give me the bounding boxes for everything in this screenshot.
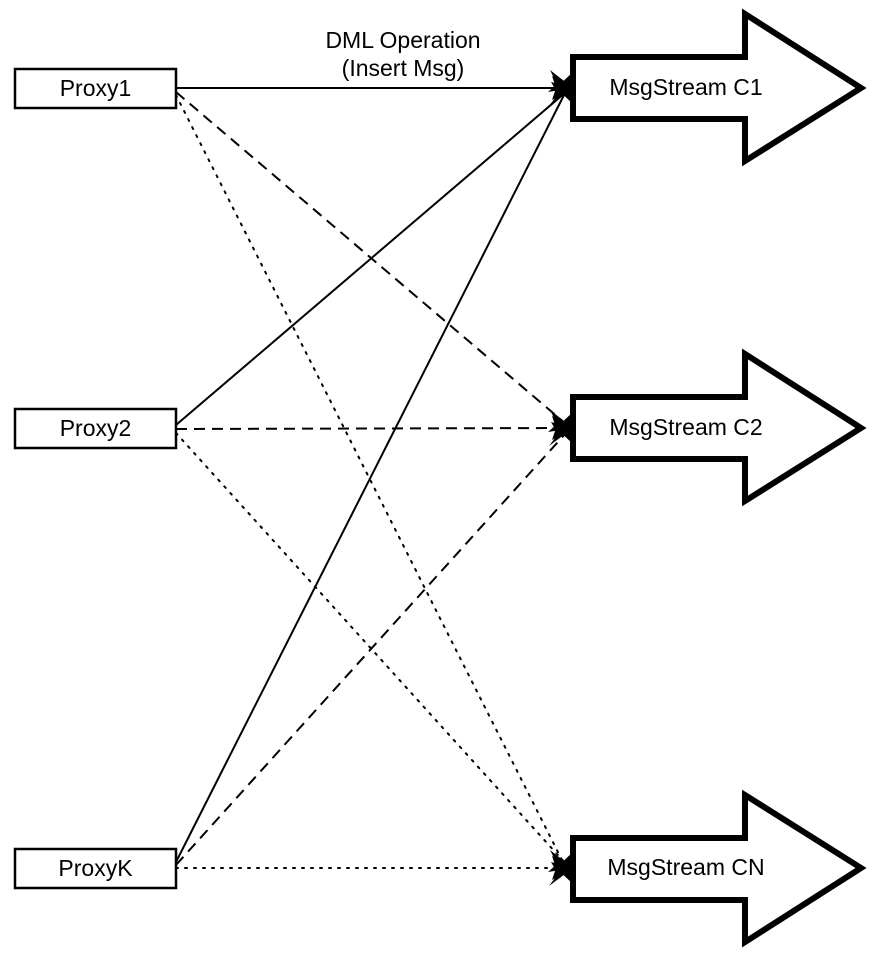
proxy1-label: Proxy1: [60, 75, 132, 101]
arrowhead-c2-icon: [548, 410, 573, 446]
edge-label-dml-operation: DML Operation (Insert Msg): [325, 27, 480, 81]
edge-label-line1: DML Operation: [325, 27, 480, 53]
proxyk-box[interactable]: [13, 847, 178, 890]
stream-node-cn[interactable]: MsgStream CN: [570, 789, 867, 948]
proxy-node-proxy1[interactable]: Proxy1: [13, 67, 178, 110]
connection-proxy1-to-cn[interactable]: [175, 94, 565, 865]
proxy-node-proxy2[interactable]: Proxy2: [13, 407, 178, 450]
msgstream-c2-arrow-shape[interactable]: [570, 348, 867, 507]
connection-proxyk-to-c2[interactable]: [175, 432, 567, 866]
proxy2-box[interactable]: [13, 407, 178, 450]
msgstream-c1-arrow-shape[interactable]: [570, 8, 867, 167]
msgstream-cn-arrow-shape[interactable]: [570, 789, 867, 948]
msgstream-c1-label: MsgStream C1: [609, 74, 762, 100]
connection-proxyk-to-c1[interactable]: [175, 94, 565, 863]
arrowhead-cn-icon: [548, 850, 573, 886]
proxyk-label: ProxyK: [58, 855, 133, 881]
connection-proxy2-to-c2[interactable]: [175, 427, 569, 430]
connection-layer: [175, 87, 569, 869]
arrowhead-c1-icon: [548, 70, 573, 106]
edge-label-line2: (Insert Msg): [342, 55, 465, 81]
msgstream-cn-label: MsgStream CN: [607, 854, 764, 880]
stream-node-c1[interactable]: MsgStream C1: [570, 8, 867, 167]
proxy2-label: Proxy2: [60, 415, 132, 441]
msgstream-c2-label: MsgStream C2: [609, 414, 762, 440]
stream-node-c2[interactable]: MsgStream C2: [570, 348, 867, 507]
proxy1-box[interactable]: [13, 67, 178, 110]
proxy-node-proxyk[interactable]: ProxyK: [13, 847, 178, 890]
connection-proxy2-to-c1[interactable]: [175, 91, 567, 426]
arrowhead-layer: [548, 70, 573, 886]
